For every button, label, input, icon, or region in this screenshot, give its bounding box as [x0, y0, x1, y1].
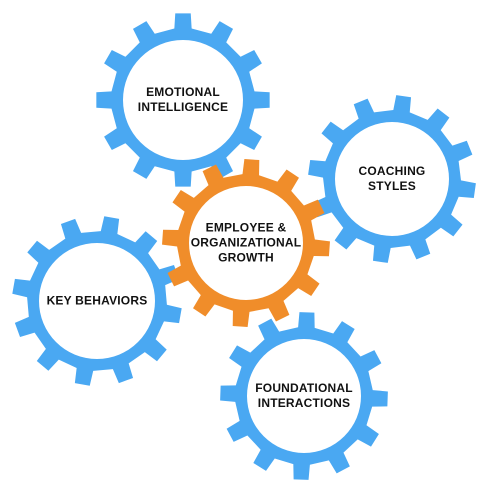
label-foundational-interactions: FOUNDATIONAL INTERACTIONS	[255, 381, 353, 410]
gear-coaching-styles	[308, 95, 476, 263]
gear-emotional-intelligence	[96, 13, 270, 187]
gear-employee-organizational-growth	[162, 159, 330, 327]
gear-foundational-interactions	[220, 312, 388, 480]
label-emotional-intelligence: EMOTIONAL INTELLIGENCE	[137, 85, 229, 114]
label-coaching-styles: COACHING STYLES	[358, 164, 426, 193]
gear-key-behaviors	[12, 216, 182, 386]
label-key-behaviors: KEY BEHAVIORS	[46, 293, 148, 308]
label-employee-organizational-growth: EMPLOYEE & ORGANIZATIONAL GROWTH	[190, 220, 302, 265]
